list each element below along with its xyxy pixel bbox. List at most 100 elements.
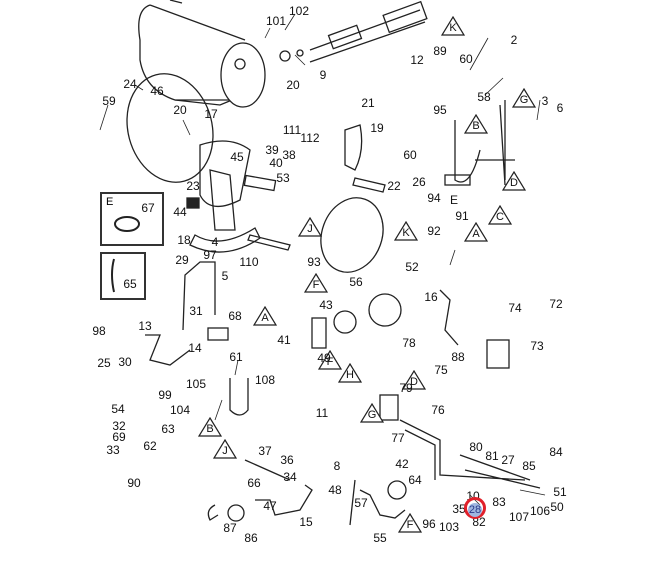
part-number-label[interactable]: 59: [102, 94, 116, 108]
part-number-label[interactable]: 8: [333, 459, 341, 473]
part-number-label[interactable]: 82: [472, 515, 486, 529]
part-number-label[interactable]: 111: [282, 123, 302, 137]
part-number-label[interactable]: 98: [92, 324, 106, 338]
part-number-label[interactable]: E: [449, 193, 459, 207]
part-number-label[interactable]: 21: [361, 96, 375, 110]
part-number-label[interactable]: 102: [288, 4, 310, 18]
part-number-label[interactable]: 72: [549, 297, 563, 311]
part-number-label[interactable]: 68: [228, 309, 242, 323]
part-number-label[interactable]: 84: [549, 445, 563, 459]
part-number-label[interactable]: 83: [492, 495, 506, 509]
part-number-label[interactable]: 41: [277, 333, 291, 347]
part-number-label[interactable]: 46: [150, 84, 164, 98]
part-number-label[interactable]: 97: [203, 248, 217, 262]
part-number-label[interactable]: 107: [508, 510, 530, 524]
part-number-label[interactable]: 91: [455, 209, 469, 223]
part-number-label[interactable]: 44: [173, 205, 187, 219]
part-number-label[interactable]: 103: [438, 520, 460, 534]
part-number-label[interactable]: 39: [265, 143, 279, 157]
part-number-label[interactable]: 73: [530, 339, 544, 353]
part-number-label[interactable]: 78: [402, 336, 416, 350]
part-number-label[interactable]: 42: [395, 457, 409, 471]
part-number-label[interactable]: 60: [459, 52, 473, 66]
part-number-label[interactable]: 14: [188, 341, 202, 355]
part-number-label[interactable]: 53: [276, 171, 290, 185]
part-number-label[interactable]: 35: [452, 502, 466, 516]
part-number-label[interactable]: 27: [501, 453, 515, 467]
part-number-label[interactable]: 30: [118, 355, 132, 369]
part-number-label[interactable]: 34: [283, 470, 297, 484]
part-number-label[interactable]: 94: [427, 191, 441, 205]
part-number-label[interactable]: 74: [508, 301, 522, 315]
part-number-label[interactable]: 66: [247, 476, 261, 490]
part-number-label[interactable]: 15: [299, 515, 313, 529]
part-number-label[interactable]: 24: [123, 77, 137, 91]
part-number-label[interactable]: 63: [161, 422, 175, 436]
part-number-label[interactable]: 3: [541, 94, 549, 108]
part-number-label[interactable]: 19: [370, 121, 384, 135]
part-number-label[interactable]: 2: [510, 33, 518, 47]
part-number-label[interactable]: 64: [408, 473, 422, 487]
part-number-label[interactable]: 77: [391, 431, 405, 445]
part-number-label[interactable]: 6: [556, 101, 564, 115]
part-number-label[interactable]: 51: [553, 485, 567, 499]
part-number-label[interactable]: 4: [211, 235, 219, 249]
part-number-label[interactable]: 32: [112, 419, 126, 433]
part-number-label[interactable]: 110: [239, 255, 259, 269]
part-number-label[interactable]: 69: [112, 430, 126, 444]
part-number-label[interactable]: 16: [424, 290, 438, 304]
part-number-label[interactable]: 36: [280, 453, 294, 467]
part-number-label[interactable]: 87: [223, 521, 237, 535]
part-number-label[interactable]: 9: [319, 68, 327, 82]
part-number-label[interactable]: 90: [127, 476, 141, 490]
part-number-label[interactable]: 62: [143, 439, 157, 453]
highlighted-part-28[interactable]: 28: [464, 497, 486, 519]
part-number-label[interactable]: 45: [230, 150, 244, 164]
part-number-label[interactable]: 75: [434, 363, 448, 377]
part-number-label[interactable]: 38: [282, 148, 296, 162]
part-number-label[interactable]: 22: [387, 179, 401, 193]
part-number-label[interactable]: 106: [529, 504, 551, 518]
part-number-label[interactable]: 105: [185, 377, 207, 391]
part-number-label[interactable]: 5: [221, 269, 229, 283]
part-number-label[interactable]: 85: [522, 459, 536, 473]
part-number-label[interactable]: 104: [169, 403, 191, 417]
part-number-label[interactable]: 20: [286, 78, 300, 92]
part-number-label[interactable]: 95: [433, 103, 447, 117]
part-number-label[interactable]: 108: [254, 373, 276, 387]
part-number-label[interactable]: 80: [469, 440, 483, 454]
part-number-label[interactable]: 60: [403, 148, 417, 162]
part-number-label[interactable]: 17: [204, 107, 218, 121]
part-number-label[interactable]: 76: [431, 403, 445, 417]
part-number-label[interactable]: 54: [111, 402, 125, 416]
part-number-label[interactable]: 49: [317, 351, 331, 365]
part-number-label[interactable]: 101: [265, 14, 287, 28]
part-number-label[interactable]: 11: [315, 406, 329, 420]
part-number-label[interactable]: 12: [410, 53, 424, 67]
part-number-label[interactable]: 50: [550, 500, 564, 514]
part-number-label[interactable]: 81: [485, 449, 499, 463]
part-number-label[interactable]: 79: [399, 381, 413, 395]
part-number-label[interactable]: 52: [405, 260, 419, 274]
part-number-label[interactable]: 61: [229, 350, 243, 364]
part-number-label[interactable]: 57: [354, 496, 368, 510]
part-number-label[interactable]: 88: [451, 350, 465, 364]
part-number-label[interactable]: 89: [433, 44, 447, 58]
part-number-label[interactable]: 29: [175, 253, 189, 267]
part-number-label[interactable]: 26: [412, 175, 426, 189]
part-number-label[interactable]: 20: [173, 103, 187, 117]
part-number-label[interactable]: 93: [307, 255, 321, 269]
part-number-label[interactable]: 86: [244, 531, 258, 545]
part-number-label[interactable]: 31: [189, 304, 203, 318]
part-number-label[interactable]: 48: [328, 483, 342, 497]
part-number-label[interactable]: 13: [138, 319, 152, 333]
part-number-label[interactable]: 37: [258, 444, 272, 458]
part-number-label[interactable]: 58: [477, 90, 491, 104]
part-number-label[interactable]: 99: [158, 388, 172, 402]
part-number-label[interactable]: 23: [186, 179, 200, 193]
part-number-label[interactable]: 25: [97, 356, 111, 370]
part-number-label[interactable]: 33: [106, 443, 120, 457]
part-number-label[interactable]: 47: [263, 499, 277, 513]
part-number-label[interactable]: 92: [427, 224, 441, 238]
part-number-label[interactable]: 18: [177, 233, 191, 247]
